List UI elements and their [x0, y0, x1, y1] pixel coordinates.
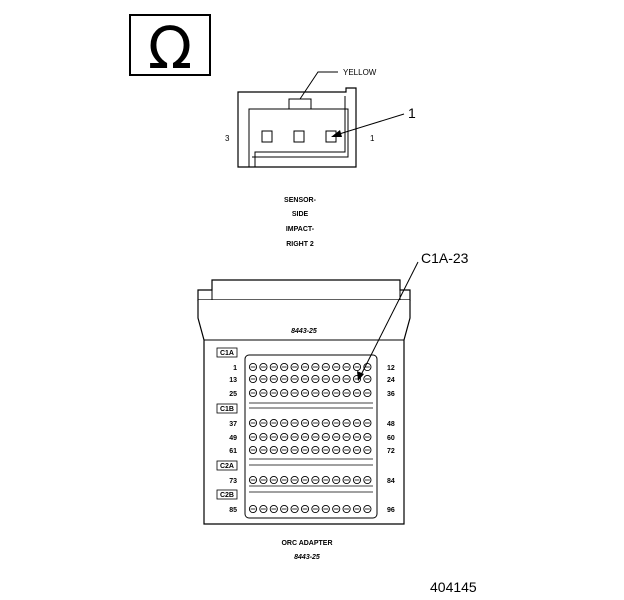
orc-adapter: 8443-25 C1A 1 12 13 24 25 36 C1B 37 48 4… — [197, 250, 469, 561]
row-start-number: 61 — [229, 448, 237, 455]
row-end-number: 12 — [387, 365, 395, 372]
row-start-number: 13 — [229, 377, 237, 384]
pin-callout-label: 1 — [408, 105, 416, 121]
adapter-callout-arrowhead — [357, 371, 364, 381]
row-end-number: 36 — [387, 391, 395, 398]
row-end-number: 60 — [387, 435, 395, 442]
adapter-caption-line: 8443-25 — [294, 554, 320, 561]
section-label: C1B — [220, 406, 234, 413]
sensor-connector: YELLOW 1 3 1 — [225, 68, 416, 168]
sensor-name-line: SENSOR- — [284, 197, 317, 204]
figure-number: 404145 — [430, 579, 477, 595]
pin-callout-leader — [335, 113, 405, 136]
pin-field — [244, 354, 378, 519]
pin-label-right: 1 — [370, 134, 375, 143]
ohm-meter-icon: Ω — [129, 14, 211, 82]
connector-key-tab — [288, 98, 312, 110]
row-start-number: 37 — [229, 421, 237, 428]
row-end-number: 96 — [387, 507, 395, 514]
pin-callout-arrowhead — [331, 130, 342, 137]
section-c2a: C2A 73 84 — [216, 460, 395, 485]
ohm-symbol: Ω — [148, 14, 192, 82]
sensor-name-line: RIGHT 2 — [286, 241, 314, 248]
row-end-number: 48 — [387, 421, 395, 428]
adapter-callout-label: C1A-23 — [421, 250, 469, 266]
sensor-name-line: SIDE — [292, 211, 309, 218]
connector-terminal — [293, 130, 305, 143]
adapter-caption-line: ORC ADAPTER — [281, 540, 332, 547]
wire-color-leader — [299, 71, 338, 100]
section-label: C2B — [220, 492, 234, 499]
section-c1b: C1B 37 48 49 60 61 72 — [216, 403, 395, 455]
row-end-number: 84 — [387, 478, 395, 485]
section-c2b: C2B 85 96 — [216, 489, 395, 514]
adapter-callout-leader — [360, 261, 419, 376]
row-start-number: 25 — [229, 391, 237, 398]
section-c1a: C1A 1 12 13 24 25 36 — [216, 347, 395, 398]
row-start-number: 73 — [229, 478, 237, 485]
row-start-number: 49 — [229, 435, 237, 442]
row-start-number: 1 — [233, 365, 237, 372]
row-end-number: 72 — [387, 448, 395, 455]
sensor-name-line: IMPACT- — [286, 226, 315, 233]
row-start-number: 85 — [229, 507, 237, 514]
section-label: C2A — [220, 463, 234, 470]
connector-terminal — [261, 130, 273, 143]
sensor-name: SENSOR- SIDE IMPACT- RIGHT 2 — [284, 197, 317, 248]
wire-color-label: YELLOW — [343, 68, 377, 77]
pin-holes — [248, 362, 372, 514]
adapter-part-number: 8443-25 — [291, 328, 317, 335]
row-end-number: 24 — [387, 377, 395, 384]
section-label: C1A — [220, 350, 234, 357]
pin-label-left: 3 — [225, 134, 230, 143]
